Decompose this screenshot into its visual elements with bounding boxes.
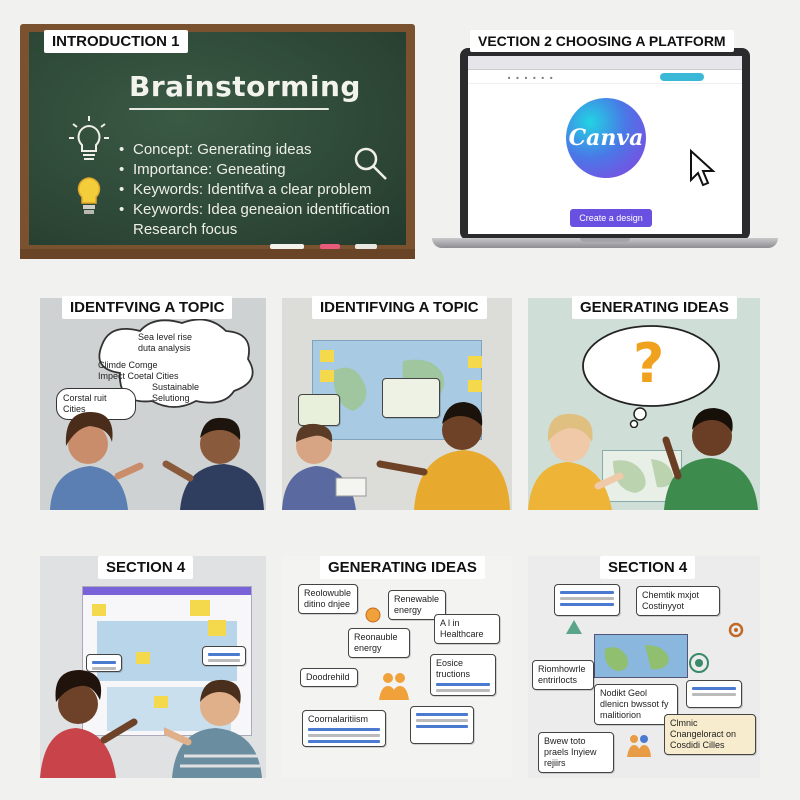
- gear-icon: [728, 622, 744, 638]
- topic-bubble: Climde Comge Impect Coetal Cities: [98, 360, 179, 381]
- bullet-item: Keywords: Idea geneaion identification: [119, 200, 390, 220]
- section-label: GENERATING IDEAS: [320, 556, 485, 579]
- section4-scene-b: Chemtik mxjot Costinyyot Riomhowrle entr…: [528, 556, 760, 778]
- man-seated-figure: [282, 423, 367, 510]
- chalkboard: Brainstorming Concept: Generating ideas …: [29, 32, 406, 245]
- map-screen: [594, 634, 688, 678]
- info-card: [86, 654, 122, 672]
- browser-toolbar[interactable]: [468, 56, 742, 70]
- board-title: Brainstorming: [129, 70, 361, 103]
- target-icon: [689, 653, 709, 673]
- sticky-note: [190, 600, 210, 616]
- generating-scene-1: ?: [528, 298, 760, 510]
- man-green-figure: [662, 408, 758, 510]
- laptop-screen: ■■■■■■ Canva Create a design: [468, 56, 742, 234]
- section-label: VECTION 2 CHOOSING A PLATFORM: [470, 30, 734, 52]
- info-card: Bwew toto praels Inyiew rejiirs: [538, 732, 614, 773]
- chalk-piece: [355, 244, 377, 249]
- section-label: GENERATING IDEAS: [572, 296, 737, 319]
- people-group-icon: [627, 735, 651, 757]
- topic-bubble: Corstal ruit Cities: [56, 388, 136, 420]
- topic-scene-2: [282, 298, 512, 510]
- idea-card: [410, 706, 474, 744]
- nav-signup-button[interactable]: [660, 73, 704, 81]
- section-label: SECTION 4: [600, 556, 696, 579]
- sticky-note: [136, 652, 150, 664]
- sticky-note: [468, 380, 482, 392]
- thought-bubble: [582, 325, 720, 428]
- sticky-note: [92, 604, 106, 616]
- laptop-notch: [580, 238, 630, 242]
- topic-scene-1: Sea level rise duta analysis Climde Comg…: [40, 298, 266, 510]
- platform-panel: ■■■■■■ Canva Create a design: [430, 24, 780, 254]
- mountain-icon: [566, 620, 582, 634]
- section-label: IDENTIFVING A TOPIC: [312, 296, 487, 319]
- card-text: Eosice tructions: [436, 658, 471, 679]
- create-design-button[interactable]: Create a design: [570, 209, 652, 227]
- sticky-note: [468, 356, 482, 368]
- chalk-piece: [270, 244, 304, 249]
- chalk-piece: [320, 244, 340, 249]
- topic-bubble: Sustainable Selutiong: [152, 382, 200, 403]
- bullet-list: Concept: Generating ideas Importance: Ge…: [119, 140, 390, 240]
- map-card: [382, 378, 440, 418]
- idea-card: Eosice tructions: [430, 654, 496, 696]
- idea-card: Reonauble energy: [348, 628, 410, 658]
- info-card: [202, 646, 246, 666]
- idea-card: Reolowuble ditino dnjee: [298, 584, 358, 614]
- people-group-icon: [379, 673, 409, 700]
- idea-card: Coornalaritiism: [302, 710, 386, 747]
- lightbulb-icon: [365, 607, 381, 623]
- nav-links[interactable]: ■■■■■■: [508, 75, 559, 80]
- laptop-base: [432, 238, 778, 248]
- woman-yellow-figure: [528, 413, 624, 510]
- thought-cloud: [98, 318, 254, 408]
- man-figure: [162, 417, 264, 510]
- lightbulb-lit-icon: [77, 177, 101, 214]
- generating-scene-2: Reolowuble ditino dnjee Renewable energy…: [282, 556, 512, 778]
- sticky-note: [154, 696, 168, 708]
- question-mark-icon: ?: [633, 332, 665, 395]
- bullet-item: Concept: Generating ideas: [119, 140, 390, 160]
- bullet-item: Importance: Geneating: [119, 160, 390, 180]
- man-yellow-figure: [376, 402, 510, 510]
- section4-scene-a: [40, 556, 266, 778]
- laptop-lid: ■■■■■■ Canva Create a design: [460, 48, 750, 240]
- woman-figure: [50, 412, 144, 510]
- sticky-note: [320, 370, 334, 382]
- idea-card: Doodrehild: [300, 668, 358, 687]
- info-card: [686, 680, 742, 708]
- idea-card: A l in Healthcare: [434, 614, 500, 644]
- canva-navbar: ■■■■■■: [468, 70, 742, 84]
- info-card: Chemtik mxjot Costinyyot: [636, 586, 720, 616]
- title-underline: [129, 108, 329, 110]
- man-striped-figure: [164, 679, 262, 778]
- info-card: Riomhowrle entrirlocts: [532, 660, 594, 690]
- section-label: SECTION 4: [98, 556, 194, 579]
- chalk-tray: [20, 249, 415, 259]
- topic-bubble: Sea level rise duta analysis: [138, 332, 193, 353]
- info-card: Clmnic Cnangeloract on Cosdidi Cilles: [664, 714, 756, 755]
- section-label: IDENTFVING A TOPIC: [62, 296, 233, 319]
- sticky-note: [208, 620, 226, 636]
- section-label: INTRODUCTION 1: [44, 30, 188, 53]
- canva-logo: Canva: [566, 98, 646, 178]
- lightbulb-outline-icon: [69, 116, 109, 160]
- intro-panel: Brainstorming Concept: Generating ideas …: [20, 24, 415, 259]
- bullet-continuation: Research focus: [133, 221, 238, 238]
- info-card: [554, 584, 620, 616]
- map-card: [298, 394, 340, 426]
- card-text: Coornalaritiism: [308, 714, 369, 724]
- woman-red-figure: [40, 670, 138, 778]
- mouse-cursor-icon: [690, 148, 716, 187]
- sticky-note: [320, 350, 334, 362]
- bullet-item: Keywords: Identifva a clear problem: [119, 180, 390, 200]
